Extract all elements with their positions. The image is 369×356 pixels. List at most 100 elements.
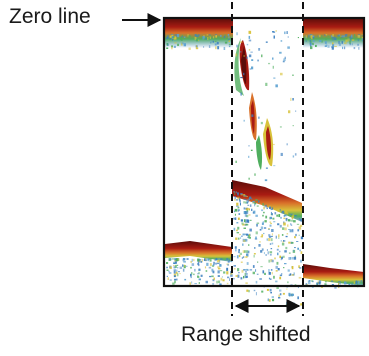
echo-speck: [224, 34, 227, 36]
echo-speck: [287, 36, 289, 38]
echo-speck: [275, 84, 278, 88]
echo-speck: [217, 275, 220, 277]
echo-speck: [183, 36, 186, 38]
echo-speck: [235, 160, 237, 163]
echo-speck: [236, 222, 239, 224]
echo-speck: [310, 46, 313, 50]
echo-speck: [264, 220, 267, 223]
echo-speck: [312, 280, 314, 283]
echo-speck: [351, 39, 355, 41]
echo-speck: [268, 235, 272, 238]
echo-speck: [244, 275, 247, 279]
echo-speck: [349, 40, 351, 44]
echo-speck: [174, 259, 177, 261]
echo-speck: [218, 280, 221, 284]
echo-speck: [249, 68, 252, 70]
echo-speck: [240, 219, 243, 222]
echo-speck: [199, 260, 201, 262]
echo-speck: [206, 34, 209, 36]
echo-speck: [169, 35, 172, 38]
echo-speck: [208, 45, 211, 48]
echo-speck: [287, 46, 290, 49]
echo-speck: [283, 58, 286, 62]
echo-speck: [190, 266, 192, 269]
echo-speck: [237, 217, 240, 220]
echo-speck: [255, 236, 257, 240]
echo-speck: [228, 38, 230, 41]
echo-speck: [327, 45, 330, 48]
echo-speck: [240, 51, 242, 53]
echo-speck: [186, 258, 189, 260]
echo-speck: [234, 196, 236, 199]
echo-speck: [209, 263, 212, 266]
echo-speck: [280, 240, 282, 242]
echo-speck: [288, 241, 290, 244]
echo-speck: [315, 44, 317, 47]
echo-speck: [248, 289, 250, 293]
echo-speck: [281, 273, 283, 275]
echo-speck: [227, 260, 230, 263]
echo-speck: [171, 258, 175, 260]
echo-speck: [280, 258, 282, 261]
echo-speck: [244, 250, 246, 253]
echo-speck: [243, 198, 245, 200]
echo-speck: [358, 280, 360, 284]
echo-speck: [248, 30, 252, 34]
echo-speck: [228, 43, 232, 46]
echo-speck: [243, 207, 246, 210]
echo-speck: [265, 167, 268, 169]
echo-speck: [253, 210, 256, 214]
echo-speck: [325, 44, 328, 46]
echo-speck: [172, 38, 173, 41]
echo-speck: [269, 224, 272, 227]
echo-speck: [284, 263, 287, 265]
echo-speck: [205, 37, 208, 40]
echo-speck: [190, 260, 192, 263]
echo-speck: [215, 34, 217, 36]
echo-speck: [263, 211, 265, 214]
echo-speck: [360, 280, 363, 283]
echo-speck: [273, 143, 275, 146]
echo-speck: [244, 233, 246, 236]
echo-speck: [181, 36, 184, 38]
echo-speck: [292, 302, 295, 305]
echo-speck: [276, 287, 279, 289]
echo-speck: [282, 241, 284, 243]
echo-speck: [271, 213, 273, 216]
echo-speck: [265, 41, 268, 43]
echo-speck: [262, 270, 265, 274]
echo-speck: [211, 275, 214, 278]
echo-speck: [289, 273, 292, 276]
echo-speck: [345, 39, 348, 43]
echo-speck: [297, 296, 299, 300]
echo-speck: [196, 37, 199, 40]
echo-speck: [288, 274, 291, 276]
echo-speck: [194, 36, 197, 40]
echo-speck: [260, 226, 264, 230]
echo-speck: [244, 195, 247, 197]
echo-speck: [260, 121, 263, 125]
echo-speck: [216, 41, 218, 45]
echo-speck: [250, 149, 253, 151]
echo-speck: [191, 281, 193, 284]
echo-speck: [240, 277, 243, 280]
echo-speck: [279, 289, 282, 292]
echo-speck: [212, 264, 215, 266]
echo-speck: [168, 259, 171, 261]
echo-speck: [273, 275, 275, 279]
echo-speck: [357, 35, 361, 38]
echo-speck: [245, 270, 247, 273]
echo-speck: [252, 265, 255, 268]
echo-speck: [291, 229, 294, 233]
echo-speck: [211, 265, 215, 267]
echo-speck: [295, 110, 297, 112]
echo-speck: [257, 261, 259, 263]
echo-speck: [243, 239, 246, 242]
echo-speck: [338, 34, 341, 36]
echo-speck: [268, 259, 271, 263]
echo-speck: [271, 233, 273, 236]
echo-speck: [256, 273, 259, 275]
echo-speck: [220, 277, 223, 281]
echo-speck: [213, 36, 215, 39]
echo-speck: [184, 278, 187, 281]
